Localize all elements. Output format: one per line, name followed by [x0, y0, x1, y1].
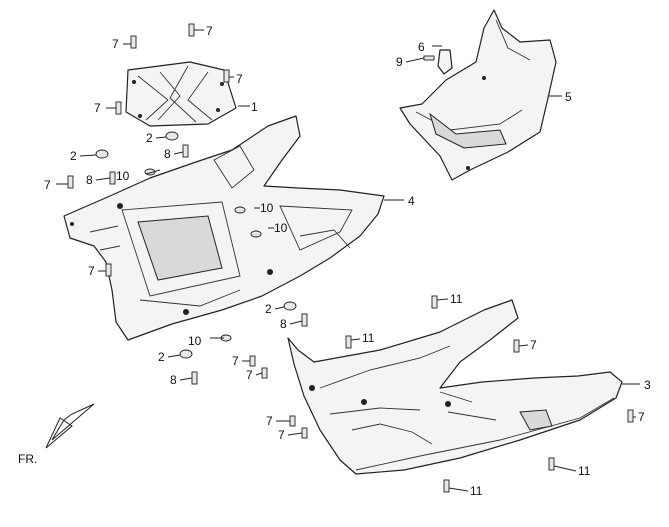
callout-2: 2 — [265, 302, 272, 316]
callout-8: 8 — [164, 147, 171, 161]
callout-3: 3 — [644, 378, 651, 392]
callout-7: 7 — [530, 338, 537, 352]
callout-labels: 1 2 2 2 2 3 4 5 6 7 7 7 7 7 7 7 7 7 7 7 … — [44, 24, 651, 498]
callout-11: 11 — [470, 484, 483, 498]
callout-10: 10 — [274, 221, 288, 235]
part-4-floor-panel — [63, 115, 385, 341]
callout-7: 7 — [232, 354, 239, 368]
leader-lines — [145, 45, 640, 385]
callout-7: 7 — [94, 101, 101, 115]
callout-7: 7 — [236, 72, 243, 86]
part-5-inner-shield — [399, 9, 557, 181]
callout-7: 7 — [278, 428, 285, 442]
callout-2: 2 — [70, 149, 77, 163]
callout-11: 11 — [362, 331, 375, 345]
callout-4: 4 — [408, 194, 415, 208]
callout-2: 2 — [158, 350, 165, 364]
callout-10: 10 — [260, 201, 274, 215]
callout-10: 10 — [188, 334, 202, 348]
callout-5: 5 — [565, 90, 572, 104]
callout-8: 8 — [280, 317, 287, 331]
part-3-lower-skirt — [287, 299, 623, 475]
fasteners — [67, 23, 634, 493]
callout-8: 8 — [86, 173, 93, 187]
callout-7: 7 — [88, 264, 95, 278]
part-6-bracket — [437, 49, 453, 75]
callout-7: 7 — [266, 414, 273, 428]
callout-7: 7 — [638, 410, 645, 424]
part-1-panel — [125, 61, 237, 127]
callout-7: 7 — [112, 37, 119, 51]
callout-1: 1 — [251, 100, 258, 114]
callout-7: 7 — [246, 368, 253, 382]
callout-6: 6 — [418, 40, 425, 54]
callout-8: 8 — [170, 373, 177, 387]
callout-2: 2 — [146, 131, 153, 145]
callout-leaders — [56, 29, 636, 492]
callout-7: 7 — [206, 24, 213, 38]
front-direction-label: FR. — [18, 452, 37, 466]
callout-9: 9 — [396, 55, 403, 69]
callout-10: 10 — [116, 169, 130, 183]
callout-11: 11 — [578, 464, 591, 478]
callout-7: 7 — [44, 178, 51, 192]
front-direction-arrow — [45, 403, 95, 449]
callout-11: 11 — [450, 292, 463, 306]
